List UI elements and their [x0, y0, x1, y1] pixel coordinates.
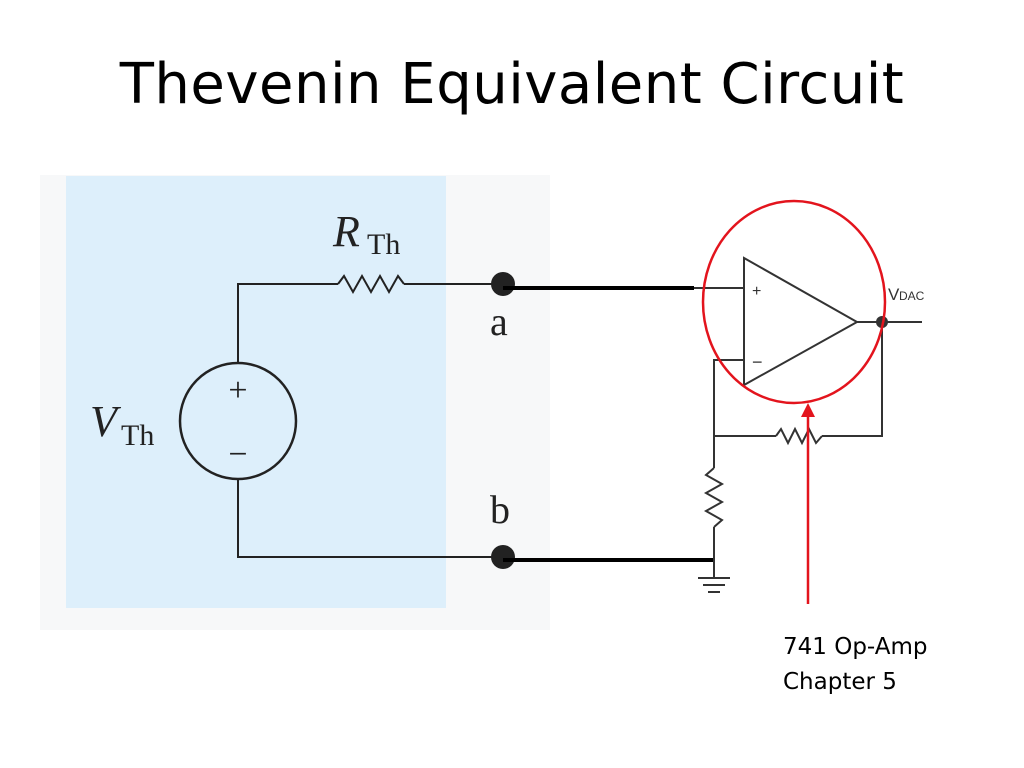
opamp-annotation: 741 Op-Amp Chapter 5 — [783, 630, 927, 700]
rth-resistor — [337, 273, 405, 295]
terminal-a-label: a — [490, 299, 508, 344]
rth-label: R — [332, 207, 360, 256]
annotation-line-1: 741 Op-Amp — [783, 634, 928, 660]
opamp-triangle — [743, 256, 860, 387]
thevenin-box — [66, 176, 446, 608]
terminal-b — [491, 545, 515, 569]
annotation-line-2: Chapter 5 — [783, 669, 897, 695]
ground-resistor — [703, 467, 725, 528]
slide-title: Thevenin Equivalent Circuit — [119, 52, 905, 117]
rth-subscript: Th — [367, 228, 400, 261]
vth-label: V — [90, 397, 122, 446]
source-plus: + — [228, 372, 247, 409]
vdac-label: V — [888, 285, 900, 304]
opamp-plus-input: + — [752, 283, 761, 300]
thevenin-wires — [237, 273, 503, 558]
source-minus: − — [228, 436, 247, 473]
arrow-head — [801, 403, 815, 417]
vth-subscript: Th — [121, 419, 154, 452]
terminal-b-label: b — [490, 487, 510, 532]
opamp-minus-input: − — [752, 352, 763, 372]
opamp-circuit — [694, 256, 922, 593]
vdac-subscript: DAC — [899, 289, 925, 303]
terminal-a — [491, 272, 515, 296]
opamp-highlight-ellipse — [701, 199, 887, 405]
voltage-source-circle — [178, 361, 298, 481]
